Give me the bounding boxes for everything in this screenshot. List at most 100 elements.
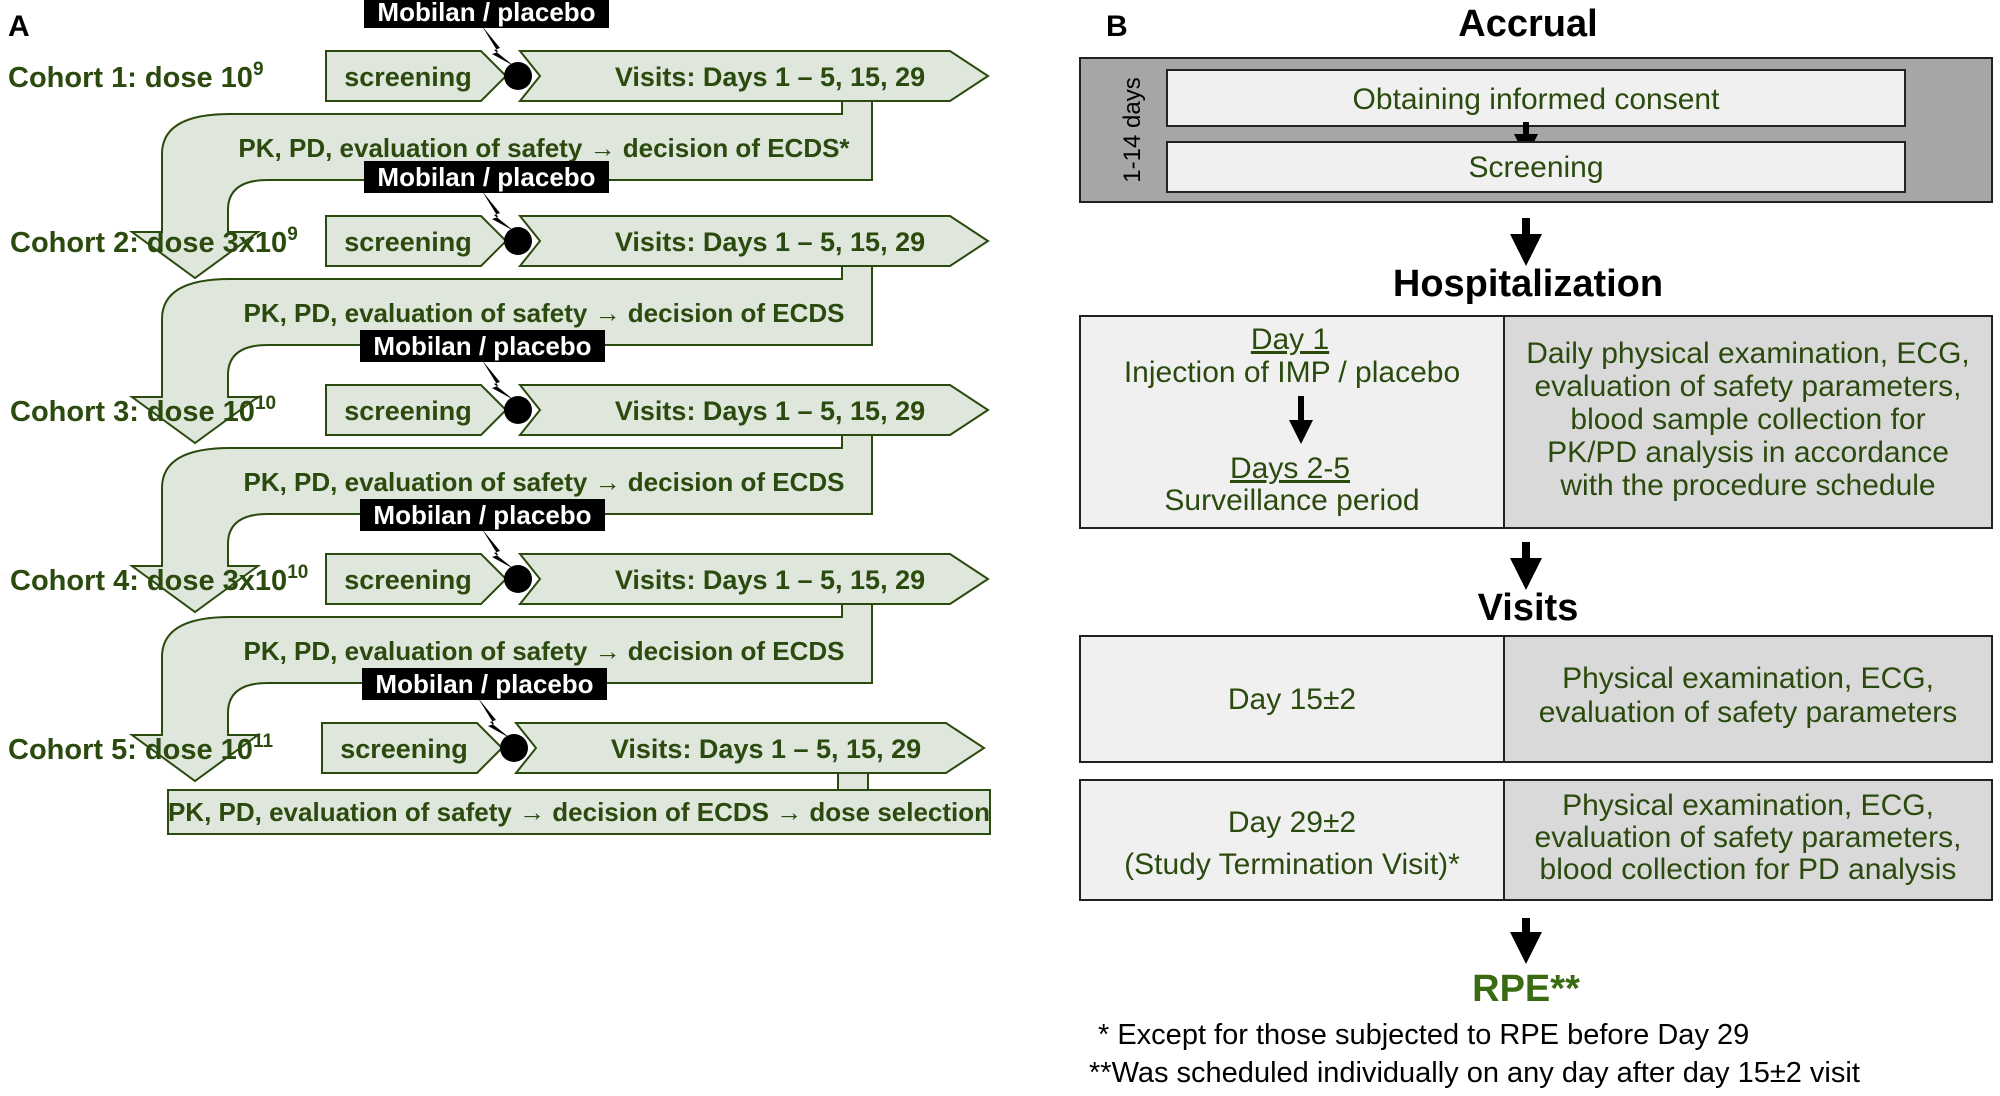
screening-label: screening — [344, 565, 472, 595]
final-connector — [837, 772, 869, 791]
visit2-right-box — [1503, 779, 1993, 901]
drug-label: Mobilan / placebo — [375, 669, 593, 699]
screening-box — [325, 215, 508, 267]
visits-chevron — [517, 215, 990, 267]
visits-label: Visits: Days 1 – 5, 15, 29 — [611, 734, 921, 764]
rpe-label: RPE** — [1472, 968, 1580, 1010]
hosp-right-box — [1503, 315, 1993, 529]
days25-text: Surveillance period — [1164, 484, 1419, 517]
hosp-right-line: evaluation of safety parameters, — [1535, 370, 1962, 403]
lightning-bolt-icon — [482, 191, 514, 231]
injection-dot — [504, 227, 532, 255]
lightning-bolt-icon — [482, 529, 514, 569]
visit2-left-box — [1079, 779, 1505, 901]
accrual-title: Accrual — [1458, 3, 1597, 45]
cohort-dose-exponent: 10 — [287, 562, 308, 583]
drug-label-box — [360, 330, 605, 362]
final-outcome-label: PK, PD, evaluation of safety → decision … — [168, 797, 990, 827]
visit1-right-text: Physical examination, ECG,evaluation of … — [1539, 662, 1958, 729]
screening-label: screening — [344, 396, 472, 426]
cohort-label: Cohort 4: dose 3x1010 — [10, 562, 308, 597]
drug-label-box — [364, 0, 609, 28]
screening-step-text: Screening — [1468, 151, 1603, 184]
injection-dot — [500, 734, 528, 762]
feedback-label: PK, PD, evaluation of safety → decision … — [243, 636, 844, 666]
accrual-period-label: 1-14 days — [1119, 77, 1146, 182]
visit2-left-line: (Study Termination Visit)* — [1124, 848, 1460, 881]
day1-label: Day 1 — [1251, 323, 1329, 356]
footnote-1: * Except for those subjected to RPE befo… — [1098, 1019, 1749, 1051]
screening-label: screening — [344, 62, 472, 92]
visit2-right-line: blood collection for PD analysis — [1540, 853, 1957, 886]
visit2-left-line: Day 29±2 — [1228, 806, 1356, 839]
drug-label: Mobilan / placebo — [373, 500, 591, 530]
visit1-right-line: Physical examination, ECG, — [1562, 662, 1934, 695]
visit2-left-text: Day 29±2 (Study Termination Visit)* — [1124, 806, 1460, 881]
day1-text: Injection of IMP / placebo — [1124, 356, 1460, 389]
cohort-label: Cohort 5: dose 1011 — [8, 731, 273, 766]
days25-label: Days 2-5 — [1230, 452, 1350, 485]
informed-consent-text: Obtaining informed consent — [1353, 83, 1721, 116]
cohort-row: Cohort 5: dose 1011 screening Visits: Days… — [8, 668, 991, 835]
visits-label: Visits: Days 1 – 5, 15, 29 — [615, 565, 925, 595]
hosp-right-line: with the procedure schedule — [1559, 469, 1935, 502]
visits-label: Visits: Days 1 – 5, 15, 29 — [615, 396, 925, 426]
panel-a-label: A — [8, 10, 30, 43]
hospitalization-title: Hospitalization — [1393, 263, 1663, 305]
screening-box — [325, 384, 508, 436]
hosp-right-line: blood sample collection for — [1570, 403, 1925, 436]
cohort-dose-exponent: 9 — [253, 59, 264, 80]
cohort-label: Cohort 2: dose 3x109 — [10, 224, 298, 259]
drug-label: Mobilan / placebo — [373, 331, 591, 361]
hosp-right-text: Daily physical examination, ECG,evaluati… — [1526, 337, 1970, 502]
feedback-arrow — [128, 100, 873, 280]
screening-label: screening — [340, 734, 468, 764]
cohort-dose-exponent: 11 — [253, 731, 274, 752]
drug-label-box — [362, 668, 607, 700]
visits-chevron — [513, 722, 986, 774]
visit2-right-text: Physical examination, ECG,evaluation of … — [1535, 789, 1962, 886]
cohort-row: Cohort 1: dose 109 screening Visits: Days … — [8, 0, 990, 280]
cohort-dose-exponent: 9 — [287, 224, 298, 245]
visit1-right-box — [1503, 635, 1993, 763]
visit1-right-line: evaluation of safety parameters — [1539, 696, 1958, 729]
cohort-label: Cohort 3: dose 1010 — [10, 393, 276, 428]
feedback-label: PK, PD, evaluation of safety → decision … — [238, 133, 850, 163]
injection-dot — [504, 62, 532, 90]
screening-step-box — [1166, 141, 1906, 193]
lightning-bolt-icon — [478, 698, 510, 738]
lightning-bolt-icon — [482, 26, 514, 66]
screening-box — [325, 50, 508, 102]
visits-label: Visits: Days 1 – 5, 15, 29 — [615, 62, 925, 92]
visits-chevron — [517, 50, 990, 102]
drug-label-box — [364, 161, 609, 193]
hosp-right-line: PK/PD analysis in accordance — [1547, 436, 1949, 469]
final-outcome-box — [167, 789, 991, 835]
feedback-arrow — [128, 603, 873, 783]
feedback-label: PK, PD, evaluation of safety → decision … — [243, 467, 844, 497]
drug-label-box — [360, 499, 605, 531]
visit1-left-text: Day 15±2 — [1228, 683, 1356, 716]
feedback-label: PK, PD, evaluation of safety → decision … — [243, 298, 844, 328]
drug-label: Mobilan / placebo — [377, 162, 595, 192]
visit2-right-line: Physical examination, ECG, — [1562, 789, 1934, 822]
drug-label: Mobilan / placebo — [377, 0, 595, 27]
footnote-2: **Was scheduled individually on any day … — [1089, 1057, 1860, 1089]
cohort-label: Cohort 1: dose 109 — [8, 59, 264, 94]
screening-box — [325, 553, 508, 605]
injection-dot — [504, 565, 532, 593]
visit1-left-box — [1079, 635, 1505, 763]
screening-label: screening — [344, 227, 472, 257]
cohort-dose-exponent: 10 — [255, 393, 276, 414]
injection-dot — [504, 396, 532, 424]
screening-box — [321, 722, 504, 774]
visit2-right-line: evaluation of safety parameters, — [1535, 821, 1962, 854]
visits-chevron — [517, 553, 990, 605]
feedback-arrow — [128, 265, 873, 445]
panel-b-label: B — [1106, 10, 1128, 43]
